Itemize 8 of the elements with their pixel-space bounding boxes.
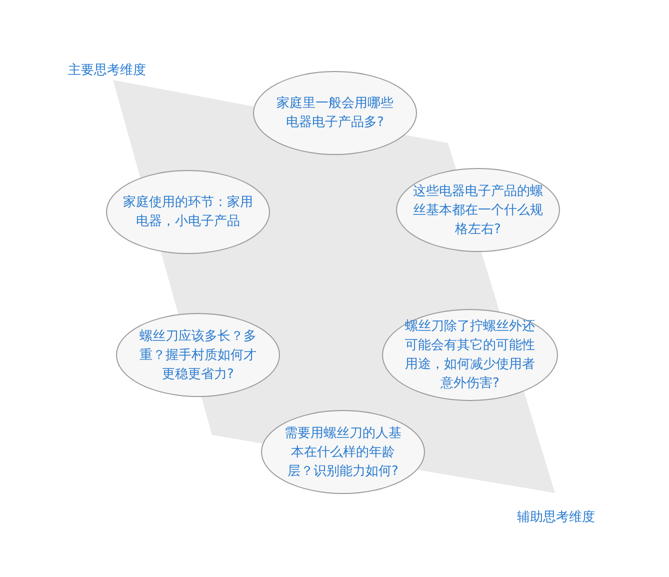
question-text: 家庭使用的环节：家用电器，小电子产品 bbox=[123, 194, 253, 231]
axis-label: 主要思考维度 bbox=[68, 62, 146, 79]
question-text: 需要用螺丝刀的人基本在什么样的年龄层？识别能力如何? bbox=[284, 424, 402, 480]
axis-label: 辅助思考维度 bbox=[517, 509, 595, 526]
question-text: 螺丝刀应该多长？多重？握手村质如何才更稳更省力? bbox=[138, 328, 258, 384]
question-text: 家庭里一般会用哪些电器电子产品多? bbox=[276, 95, 394, 132]
question-text: 这些电器电子产品的螺丝基本都在一个什么规格左右? bbox=[413, 182, 543, 238]
question-text: 螺丝刀除了拧螺丝外还可能会有其它的可能性用途，如何减少使用者意外伤害? bbox=[404, 318, 536, 393]
